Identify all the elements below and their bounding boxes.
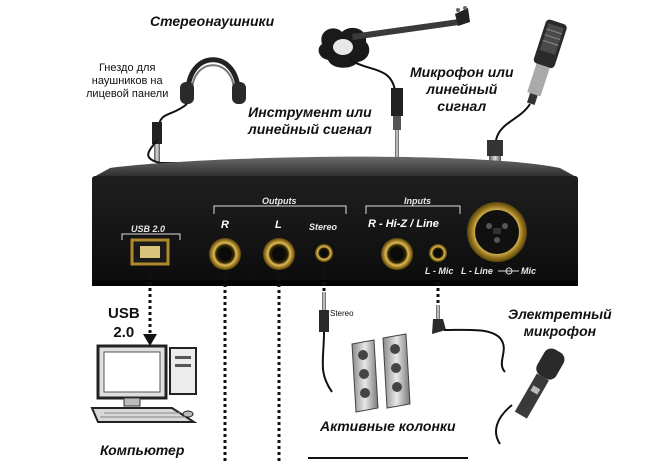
headphone-cable <box>147 139 225 164</box>
headphones-label: Стереонаушники <box>150 13 275 29</box>
output-l-jack[interactable] <box>263 238 295 270</box>
instrument-label: Инструмент или линейный сигнал <box>248 104 372 137</box>
computer-label: Компьютер <box>100 442 185 458</box>
line-mic-selector-icon <box>498 267 519 275</box>
speaker-cable <box>321 331 333 393</box>
connection-lines <box>148 264 440 461</box>
output-r-label: R <box>221 219 229 231</box>
headphones-icon <box>157 57 246 131</box>
arrow-down-icon <box>143 334 157 346</box>
headphone-plug-icon <box>152 122 162 162</box>
electret-mic-icon <box>495 348 565 445</box>
jack-note-label: Гнездо для наушников на лицевой панели <box>86 62 169 100</box>
output-l-label: L <box>275 219 282 231</box>
guitar-icon <box>318 6 470 91</box>
input-l-mic-jack[interactable] <box>429 244 447 262</box>
output-r-jack[interactable] <box>209 238 241 270</box>
usb-port[interactable] <box>130 238 170 266</box>
computer-icon <box>90 344 198 423</box>
stereo-plug-icon <box>319 292 329 332</box>
xlr-line-label: L - Line <box>461 266 493 276</box>
microphone-label: Микрофон или линейный сигнал <box>410 64 514 114</box>
usb-cable-label: USB 2.0 <box>108 305 140 341</box>
condenser-mic-icon <box>495 19 567 141</box>
speakers-icon <box>351 333 411 413</box>
electret-mic-label: Электретный микрофон <box>508 306 612 339</box>
input-r-hiz-jack[interactable] <box>381 238 413 270</box>
stereo-plug-label: Stereo <box>330 309 354 318</box>
xlr-mic-label: Mic <box>521 266 537 276</box>
mic-plug-icon <box>432 305 506 373</box>
xlr-combo-jack[interactable] <box>467 202 527 262</box>
input-r-hiz-label: R - Hi-Z / Line <box>368 218 439 230</box>
instrument-plug-icon <box>391 88 403 170</box>
usb-port-label: USB 2.0 <box>131 224 166 234</box>
speakers-label: Активные колонки <box>320 418 456 434</box>
input-l-mic-label: L - Mic <box>425 266 454 276</box>
inputs-label: Inputs <box>404 196 431 206</box>
stereo-jack-label: Stereo <box>309 222 338 232</box>
output-stereo-jack[interactable] <box>315 244 333 262</box>
outputs-label: Outputs <box>262 196 297 206</box>
